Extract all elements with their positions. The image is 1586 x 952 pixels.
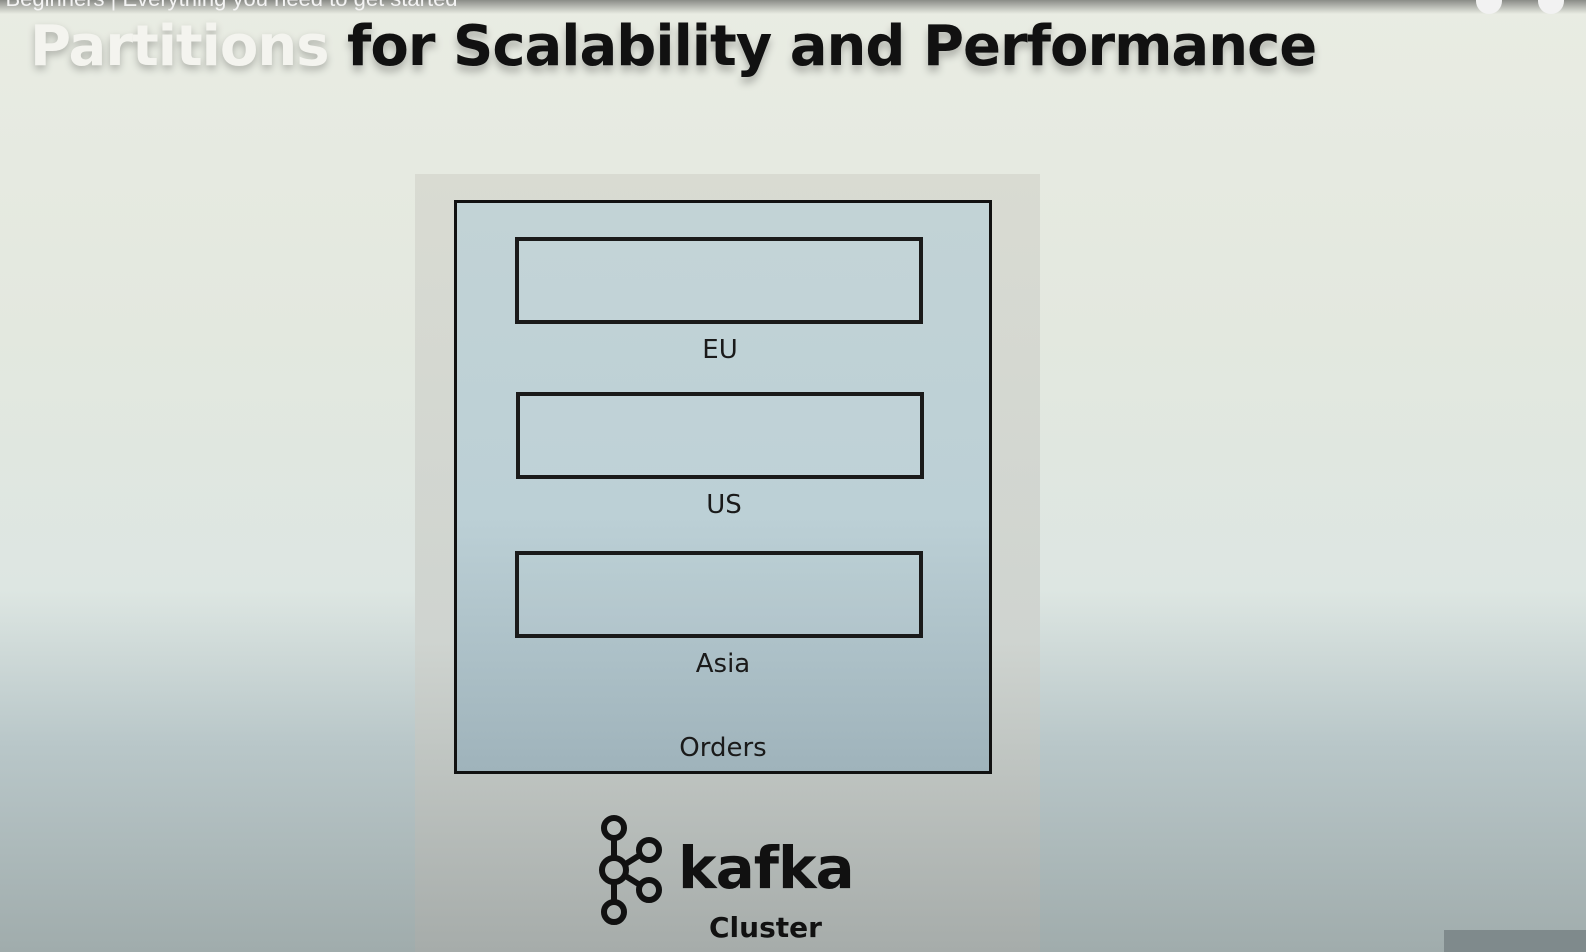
player-top-bar: r Beginners | Everything you need to get… [0,0,1586,14]
slide-title: Partitions for Scalability and Performan… [30,14,1317,79]
partition-asia-label: Asia [695,649,751,679]
cluster-label: Cluster [709,911,822,944]
partition-asia-box [515,551,923,638]
partition-eu-label: EU [702,335,738,365]
partition-us-label: US [706,490,742,520]
topic-box: EU US Asia Orders [454,200,992,774]
partition-us-box [516,392,924,479]
topic-name-label: Orders [679,733,767,763]
kafka-logo-icon [599,815,662,925]
partition-eu-box [515,237,923,324]
share-icon[interactable] [1538,0,1564,14]
kafka-cluster-panel: EU US Asia Orders kafka Cluster [415,174,1040,952]
slide-title-rest: for Scalability and Performance [328,14,1317,79]
watch-later-icon[interactable] [1476,0,1502,14]
slide-title-highlight: Partitions [30,14,330,79]
kafka-logo-text: kafka [678,834,855,902]
player-corner-overlay [1444,930,1586,952]
video-title[interactable]: r Beginners | Everything you need to get… [0,0,458,12]
